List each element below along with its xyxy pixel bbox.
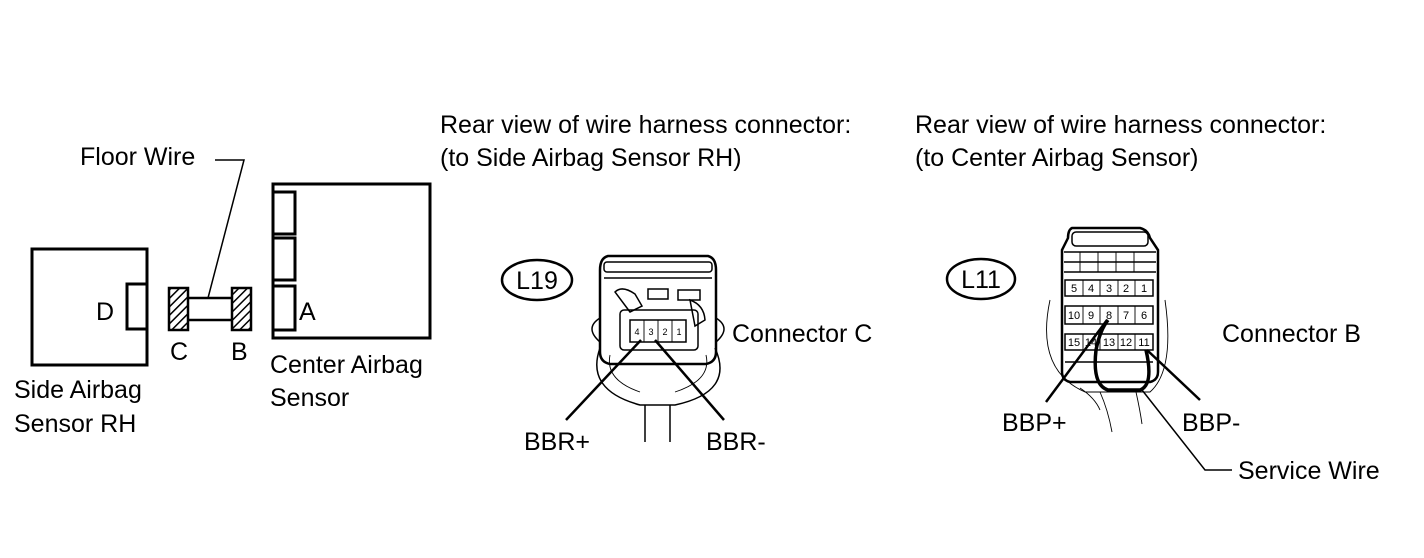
pin-c-1: 1 <box>676 327 681 337</box>
pin-row-3: 15 14 13 12 11 <box>1064 333 1154 351</box>
pin-b-5: 5 <box>1071 283 1077 295</box>
bbr-minus-label: BBR- <box>706 428 766 456</box>
pin-b-6: 6 <box>1141 310 1147 322</box>
center-sensor-label-line1: Center Airbag <box>270 351 423 379</box>
l11-code: L11 <box>961 266 1001 294</box>
side-sensor-label-line2: Sensor RH <box>14 410 136 438</box>
pin-b-2: 2 <box>1123 283 1129 295</box>
bbp-minus-label: BBP- <box>1182 409 1240 437</box>
bbp-minus-leader <box>1146 349 1201 401</box>
center-connector-title-line2: (to Center Airbag Sensor) <box>915 144 1198 172</box>
side-airbag-sensor: D <box>30 247 149 367</box>
floor-wire-leader <box>207 159 245 299</box>
pin-b-12: 12 <box>1120 337 1132 349</box>
l11-badge: L11 <box>945 257 1017 301</box>
pin-c-2: 2 <box>662 327 667 337</box>
center-connector-title-line1: Rear view of wire harness connector: <box>915 111 1326 139</box>
rh-connector-title-line2: (to Side Airbag Sensor RH) <box>440 144 742 172</box>
pin-b-10: 10 <box>1068 310 1080 322</box>
pin-b-8: 8 <box>1106 310 1112 322</box>
bbr-plus-label: BBR+ <box>524 428 590 456</box>
pin-b-11: 11 <box>1138 337 1149 349</box>
connector-b-end-label: B <box>231 338 248 366</box>
pin-row-2: 10 9 8 7 6 <box>1064 305 1154 325</box>
pin-b-4: 4 <box>1088 283 1094 295</box>
l19-code: L19 <box>516 267 558 295</box>
side-sensor-label-line1: Side Airbag <box>14 376 142 404</box>
service-wire-label: Service Wire <box>1238 457 1380 485</box>
bbp-plus-label: BBP+ <box>1002 409 1067 437</box>
pin-b-1: 1 <box>1141 283 1147 295</box>
connector-b-name: Connector B <box>1222 320 1361 348</box>
bbp-plus-leader <box>1044 319 1109 403</box>
service-wire-loop <box>1093 318 1151 392</box>
center-airbag-sensor: A <box>271 182 432 340</box>
floor-wire-label: Floor Wire <box>80 143 195 171</box>
pin-b-9: 9 <box>1088 310 1094 322</box>
pin-b-7: 7 <box>1123 310 1129 322</box>
connector-c-name: Connector C <box>732 320 872 348</box>
connector-a-label: A <box>299 298 316 326</box>
connector-b-drawing: 5 4 3 2 1 10 9 8 7 6 15 14 1 <box>1044 226 1232 471</box>
connector-c-drawing: 4 3 2 1 <box>565 254 725 442</box>
pin-c-4: 4 <box>634 327 639 337</box>
bbr-plus-leader <box>565 339 642 421</box>
floor-wire-end-c <box>167 286 190 332</box>
l19-badge: L19 <box>500 258 574 302</box>
floor-wire <box>167 159 253 332</box>
pin-b-3: 3 <box>1106 283 1112 295</box>
pin-row-1: 5 4 3 2 1 <box>1064 279 1154 297</box>
bbr-minus-leader <box>654 339 725 421</box>
pin-b-15: 15 <box>1068 337 1080 349</box>
pin-b-13: 13 <box>1103 337 1115 349</box>
connector-c-end-label: C <box>170 338 188 366</box>
rh-connector-title-line1: Rear view of wire harness connector: <box>440 111 851 139</box>
service-wire-leader <box>1141 389 1232 471</box>
floor-wire-end-b <box>230 286 253 332</box>
connector-d-label: D <box>96 298 114 326</box>
pin-c-3: 3 <box>648 327 653 337</box>
center-sensor-label-line2: Sensor <box>270 384 349 412</box>
